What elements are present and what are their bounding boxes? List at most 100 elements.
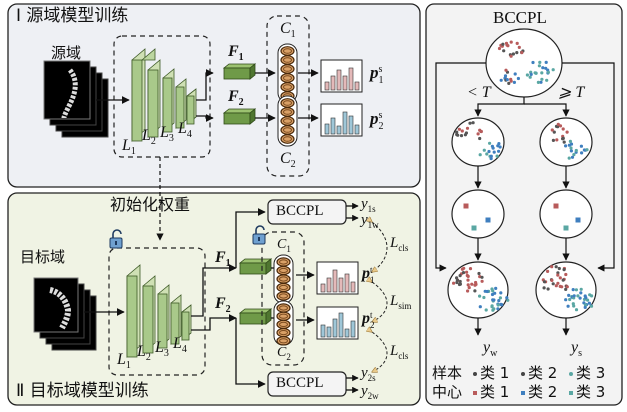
histogram-bar [327,327,331,337]
source-input-label: 源域 [51,46,81,61]
sample-point [504,69,507,72]
loss-sim: Lsim [390,294,411,311]
sample-point [505,43,508,46]
source-classifier-neurons [278,44,297,146]
sample-point [576,294,579,297]
sample-point [568,298,571,301]
sample-point [497,303,500,306]
sample-point [563,141,566,144]
histogram-bar [333,319,337,337]
sample-point [552,68,555,71]
sample-point [499,145,502,148]
sample-point [483,149,486,152]
sample-point [515,51,518,54]
sample-point [468,286,471,289]
sample-point [558,267,561,270]
neuron-node [281,74,294,83]
histogram-bar [349,116,353,134]
sample-point [472,121,475,124]
neuron-node [281,108,294,117]
source-layer-1: L1 [122,138,136,157]
sample-point [491,293,494,296]
sample-point [579,291,582,294]
neuron-node [281,99,294,108]
sample-point [502,49,505,52]
sample-point [570,149,573,152]
histogram-bar [333,270,337,292]
init-weights-label: 初始化权重 [110,197,190,213]
sample-point [564,298,567,301]
class-center [576,218,581,223]
sample-point [465,271,468,274]
branch-less-than-label: < T [467,85,491,101]
sample-point [580,145,583,148]
neuron-node [277,258,290,266]
target-bccpl-top-label: BCCPL [276,204,324,219]
neuron-node [277,337,290,345]
sample-point [580,151,583,154]
sample-point [514,72,517,75]
bccpl-output-yw: yw [483,340,497,359]
target-bccpl-bottom-label: BCCPL [276,376,324,391]
legend-centers-class-1: 类 1 [480,385,509,400]
neuron-node [281,47,294,56]
sample-point [572,288,575,291]
neuron-node [281,135,294,144]
neuron-node [281,126,294,135]
histogram-bar [345,274,349,292]
source-classifier-2: C2 [280,151,296,170]
sample-point [547,287,550,290]
sample-point [452,282,455,285]
loss-cls-top: Lcls [390,236,408,253]
neuron-node [277,292,290,300]
sample-point [572,304,575,307]
sample-point [561,137,564,140]
bccpl-panel-title: BCCPL [493,9,547,26]
sample-point [566,131,569,134]
sample-point [479,305,482,308]
histogram-bar [345,329,349,337]
loss-cls-bottom: Lcls [390,344,408,361]
sample-point [588,302,591,305]
sample-point [567,305,570,308]
legend-centers-class-2: 类 2 [528,385,557,400]
sample-point [547,71,550,74]
sample-point [478,295,481,298]
sample-point [494,287,497,290]
sample-point [485,308,488,311]
histogram-bar [325,82,329,90]
histogram-bar [337,70,341,90]
histogram-bar [349,68,353,90]
source-panel-title: Ⅰ 源域模型训练 [16,8,128,25]
sample-point [491,298,494,301]
sample-point [584,306,587,309]
sample-point [550,279,553,282]
sample-point [546,270,549,273]
sample-point [567,294,570,297]
sample-point [499,291,502,294]
sample-point [569,146,572,149]
target-output-1: pt1 [362,266,375,286]
sample-point [513,81,516,84]
class-center [554,204,559,209]
target-classifier-2: C2 [277,346,291,362]
source-layer-4: L4 [178,121,192,140]
sample-point [478,137,481,140]
sample-point [497,142,500,145]
sample-point [540,78,543,81]
neuron-node [277,283,290,291]
sample-point [467,275,470,278]
sample-point [552,282,555,285]
sample-point [462,271,465,274]
sample-point [529,76,532,79]
sample-point [552,139,555,142]
histogram-bar [343,112,347,134]
source-feature-1: F1 [228,44,244,63]
sample-point [590,294,593,297]
sample-point [544,67,547,70]
sample-point [497,150,500,153]
histogram-bar [331,76,335,90]
legend-samples-class-2: 类 2 [528,366,557,381]
legend-samples-class-3: 类 3 [576,366,605,381]
